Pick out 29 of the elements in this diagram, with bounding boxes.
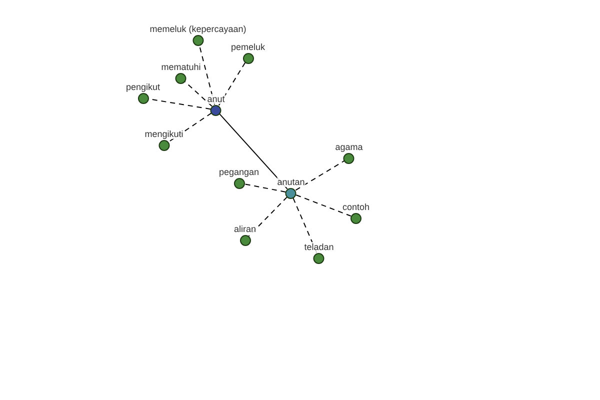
- graph-node: [144, 128, 184, 150]
- graph-node: [304, 242, 334, 264]
- node-label: anutan: [277, 176, 305, 186]
- dashed-connector: [296, 194, 352, 217]
- graph-node: [207, 94, 225, 116]
- node-label: memeluk (kepercayaan): [150, 24, 246, 34]
- node-label: aliran: [234, 224, 256, 234]
- node-label: mengikuti: [144, 128, 184, 138]
- dashed-connector: [295, 160, 345, 191]
- graph-node: [230, 42, 266, 64]
- dashed-connector: [248, 196, 288, 237]
- node-label: pengikut: [126, 82, 160, 92]
- node-label: pemeluk: [230, 42, 266, 52]
- graph-node: [150, 24, 246, 46]
- dashed-connector: [244, 184, 286, 192]
- dashed-connector: [198, 44, 216, 106]
- connector: [219, 114, 288, 190]
- graph-node: [277, 176, 305, 198]
- node-label: contoh: [342, 202, 370, 212]
- node-label: teladan: [304, 242, 334, 252]
- node-label: anut: [207, 94, 225, 104]
- graph-node: [342, 202, 370, 224]
- graph-node: [161, 62, 201, 84]
- graph-node: [126, 82, 160, 104]
- dashed-connector: [218, 62, 246, 106]
- node-label: mematuhi: [161, 62, 201, 72]
- dashed-connector: [292, 198, 318, 254]
- graph-node: [234, 224, 256, 246]
- dashed-connector: [168, 112, 212, 142]
